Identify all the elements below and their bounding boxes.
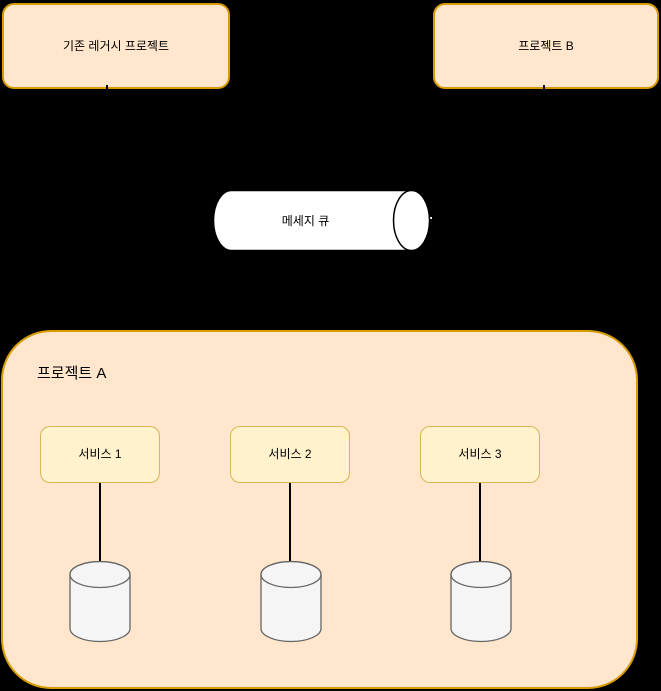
node-service-2-label: 서비스 2: [268, 447, 312, 461]
edge-service1-to-database1: [99, 483, 101, 561]
node-database-3[interactable]: [450, 560, 512, 643]
node-database-1[interactable]: [69, 560, 131, 643]
node-project-b-label: 프로젝트 B: [518, 38, 574, 53]
node-project-b[interactable]: 프로젝트 B: [433, 3, 659, 89]
node-service-1[interactable]: 서비스 1: [40, 426, 160, 483]
node-message-queue-label: 메세지 큐: [281, 214, 330, 228]
node-legacy-project-label: 기존 레거시 프로젝트: [62, 38, 170, 53]
node-service-3-label: 서비스 3: [458, 447, 502, 461]
database-cylinder-icon: [450, 560, 512, 643]
database-cylinder-icon: [260, 560, 322, 643]
database-cylinder-icon: [69, 560, 131, 643]
node-service-2[interactable]: 서비스 2: [230, 426, 350, 483]
node-database-2[interactable]: [260, 560, 322, 643]
edge-service3-to-database3: [479, 483, 481, 561]
horizontal-cylinder-icon: [212, 189, 431, 252]
node-message-queue[interactable]: 메세지 큐: [212, 189, 431, 252]
node-legacy-project[interactable]: 기존 레거시 프로젝트: [2, 3, 230, 89]
edge-service2-to-database2: [289, 483, 291, 561]
edge-tick-legacy-to-queue: [106, 85, 108, 92]
edge-tick-projectb-to-queue: [543, 85, 545, 92]
container-project-a-label: 프로젝트 A: [37, 365, 107, 382]
node-service-1-label: 서비스 1: [78, 447, 122, 461]
node-service-3[interactable]: 서비스 3: [420, 426, 540, 483]
